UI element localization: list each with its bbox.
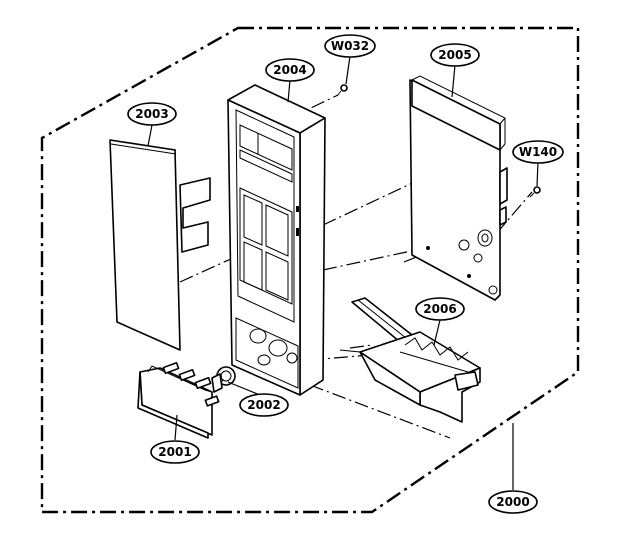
- screw-w032: [336, 84, 348, 97]
- label-w032: W032: [324, 34, 376, 58]
- label-2004: 2004: [265, 58, 315, 82]
- label-w140: W140: [512, 140, 564, 164]
- svg-text:2000: 2000: [496, 495, 529, 509]
- svg-text:2002: 2002: [247, 398, 280, 412]
- svg-text:2001: 2001: [158, 445, 191, 459]
- svg-text:2004: 2004: [273, 63, 306, 77]
- label-2006: 2006: [415, 297, 465, 321]
- part-2004-control-panel-frame: [227, 84, 326, 396]
- part-2005-circuit-board: [409, 75, 508, 301]
- part-2006-latch-lever: [339, 297, 481, 423]
- svg-text:W032: W032: [331, 39, 369, 53]
- label-2002: 2002: [239, 393, 289, 417]
- assembly-boundary: [40, 26, 580, 514]
- label-2001: 2001: [150, 440, 200, 464]
- label-2003: 2003: [127, 102, 177, 126]
- leader-lines: [147, 55, 539, 490]
- screw-w140: [529, 186, 541, 198]
- part-2002-knob: [211, 366, 236, 393]
- label-2000: 2000: [488, 490, 538, 514]
- svg-text:2003: 2003: [135, 107, 168, 121]
- label-2005: 2005: [430, 43, 480, 67]
- part-2003-film-panel: [109, 139, 211, 351]
- part-2001-button-bracket: [137, 361, 220, 439]
- svg-text:2006: 2006: [423, 302, 456, 316]
- svg-text:2005: 2005: [438, 48, 471, 62]
- svg-text:W140: W140: [519, 145, 557, 159]
